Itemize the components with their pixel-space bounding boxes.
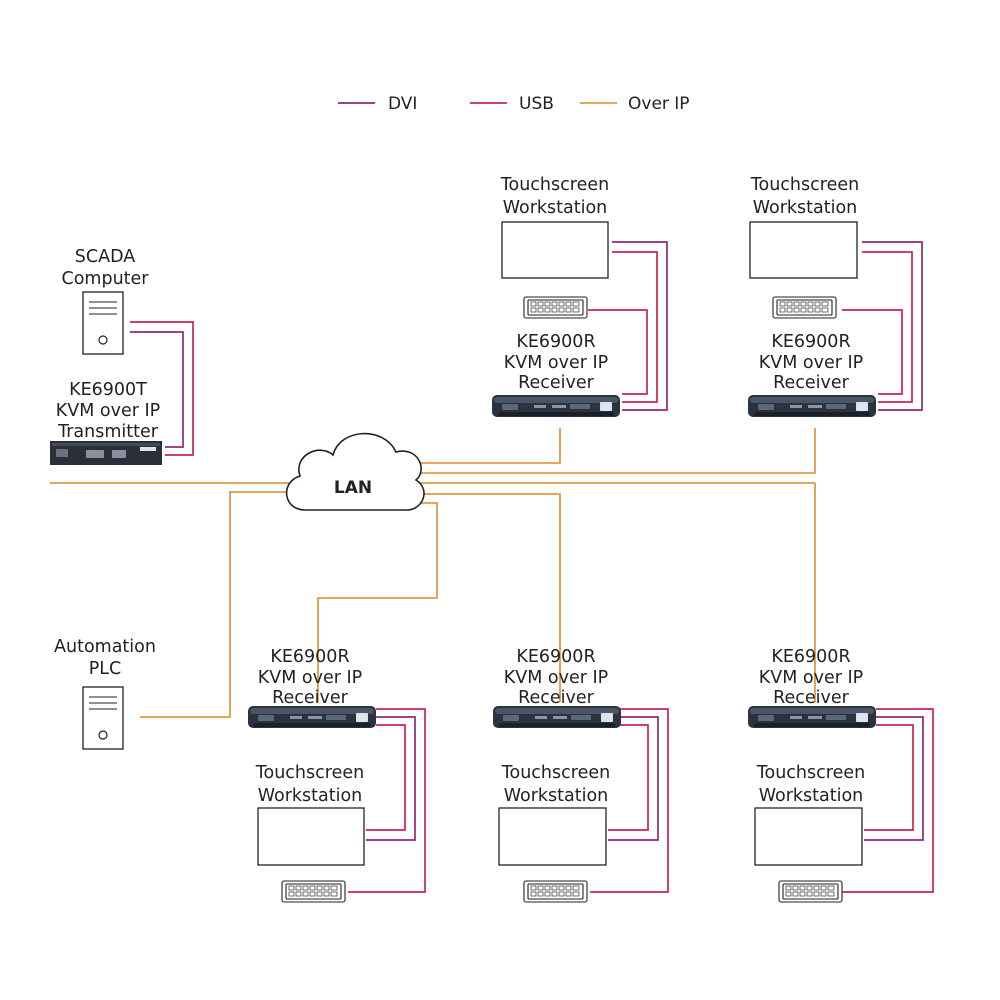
transmitter-label-line3: Transmitter	[57, 422, 159, 442]
receiver-label-line3: Receiver	[773, 373, 850, 393]
kvm-device-icon	[248, 706, 376, 728]
monitor-icon	[754, 807, 863, 866]
legend-dvi-label: DVI	[388, 94, 417, 114]
top-receiver-2: Touchscreen Workstation KE6900R KVM over…	[748, 175, 923, 417]
keyboard-icon	[523, 880, 588, 903]
monitor-icon	[257, 807, 365, 866]
keyboard-icon	[523, 296, 588, 319]
receiver-label-line3: Receiver	[518, 688, 595, 708]
legend-usb-label: USB	[519, 94, 554, 114]
receiver-label-line1: KE6900R	[771, 332, 850, 352]
plc-tower-icon	[82, 686, 124, 750]
transmitter-label-line2: KVM over IP	[56, 401, 160, 421]
legend-ip-label: Over IP	[628, 94, 690, 114]
scada-label-line2: Computer	[62, 269, 150, 289]
workstation-label-line2: Workstation	[504, 786, 609, 806]
receiver-label-line2: KVM over IP	[759, 353, 863, 373]
ke6900t-transmitter: KE6900T KVM over IP Transmitter	[50, 380, 162, 465]
kvm-device-icon	[493, 706, 621, 728]
monitor-icon	[501, 221, 609, 279]
bottom-receiver-1: KE6900R KVM over IP Receiver Touchscreen…	[248, 647, 426, 903]
monitor-icon	[498, 807, 607, 866]
workstation-cables	[842, 241, 923, 411]
legend: DVI USB Over IP	[338, 94, 690, 114]
scada-computer: SCADA Computer	[62, 247, 150, 355]
receiver-label-line1: KE6900R	[270, 647, 349, 667]
top-receiver-1: Touchscreen Workstation KE6900R KVM over…	[492, 175, 668, 417]
workstation-label-line1: Touchscreen	[500, 175, 609, 195]
workstation-label-line1: Touchscreen	[501, 763, 610, 783]
workstation-label-line1: Touchscreen	[756, 763, 865, 783]
receiver-label-line2: KVM over IP	[258, 668, 362, 688]
transmitter-device-icon	[50, 441, 162, 465]
workstation-label-line2: Workstation	[753, 198, 858, 218]
workstation-label-line1: Touchscreen	[255, 763, 364, 783]
receiver-label-line1: KE6900R	[516, 647, 595, 667]
lan-cloud-icon: LAN	[285, 432, 425, 511]
workstation-cables	[348, 708, 426, 893]
transmitter-cables	[130, 321, 194, 456]
receiver-label-line3: Receiver	[272, 688, 349, 708]
lan-label: LAN	[334, 478, 372, 498]
tower-pc-icon	[82, 291, 124, 355]
workstation-cables	[588, 241, 668, 411]
receiver-label-line3: Receiver	[773, 688, 850, 708]
receiver-label-line2: KVM over IP	[504, 353, 608, 373]
receiver-label-line2: KVM over IP	[504, 668, 608, 688]
kvm-device-icon	[492, 395, 620, 417]
kvm-device-icon	[748, 706, 876, 728]
workstation-cables	[842, 708, 934, 893]
transmitter-label-line1: KE6900T	[69, 380, 147, 400]
automation-plc: Automation PLC	[54, 637, 156, 750]
plc-label-line2: PLC	[89, 659, 122, 679]
keyboard-icon	[778, 880, 843, 903]
bottom-receiver-2: KE6900R KVM over IP Receiver Touchscreen…	[493, 647, 669, 903]
receiver-label-line1: KE6900R	[771, 647, 850, 667]
over-ip-connections	[50, 428, 816, 718]
bottom-receiver-3: KE6900R KVM over IP Receiver Touchscreen…	[748, 647, 934, 903]
kvm-device-icon	[748, 395, 876, 417]
workstation-label-line2: Workstation	[503, 198, 608, 218]
keyboard-icon	[772, 296, 837, 319]
receiver-label-line3: Receiver	[518, 373, 595, 393]
scada-label-line1: SCADA	[75, 247, 135, 267]
keyboard-icon	[281, 880, 346, 903]
workstation-label-line1: Touchscreen	[750, 175, 859, 195]
monitor-icon	[749, 221, 858, 279]
receiver-label-line1: KE6900R	[516, 332, 595, 352]
workstation-label-line2: Workstation	[759, 786, 864, 806]
workstation-label-line2: Workstation	[258, 786, 363, 806]
workstation-cables	[590, 708, 669, 893]
receiver-label-line2: KVM over IP	[759, 668, 863, 688]
plc-label-line1: Automation	[54, 637, 156, 657]
